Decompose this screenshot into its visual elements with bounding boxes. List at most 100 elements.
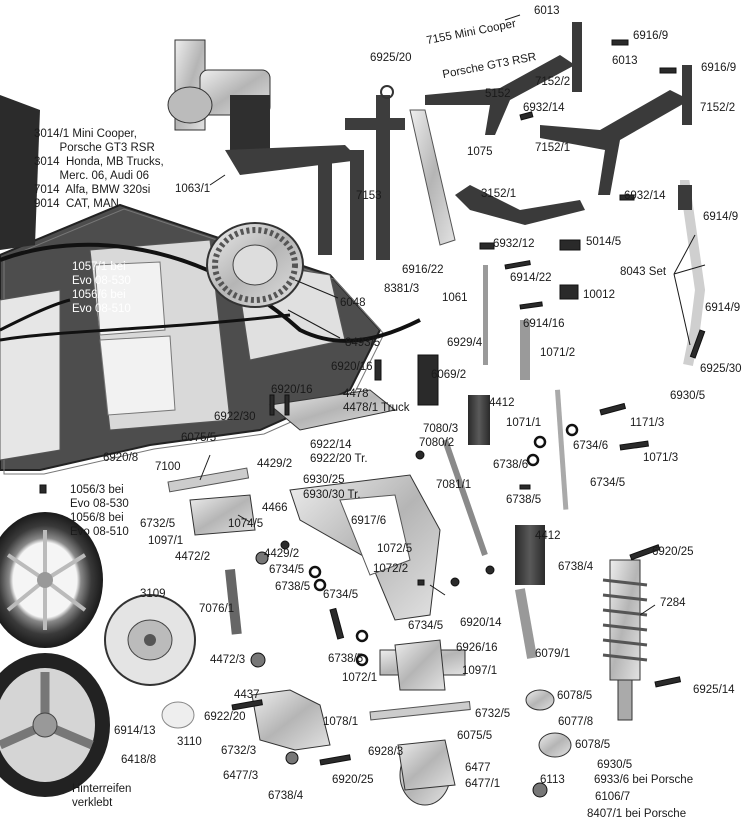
part-label-6075-5: 6075/5 [181,432,217,444]
part-label-6926-16: 6926/16 [456,642,498,654]
part-label-6930-25: 6930/25 [303,474,345,486]
wheel-front [0,512,103,648]
part-label-8493-5: 8493/5 [345,337,381,349]
part-label-6734-5: 6734/5 [269,564,305,576]
wire [0,298,71,332]
part-label-7081-1: 7081/1 [436,479,472,491]
part-label-6932-12: 6932/12 [493,238,535,250]
part-label-6930-30-tr: 6930/30 Tr. [303,489,361,501]
part-label-6738-5: 6738/5 [506,494,542,506]
part-label-7153: 7153 [356,190,382,202]
part-label-6477-1: 6477/1 [465,778,501,790]
part-label-1071-3: 1071/3 [643,452,679,464]
part-label-6078-5: 6078/5 [557,690,593,702]
part-label-6738-4: 6738/4 [268,790,304,802]
part-label-4466: 4466 [262,502,288,514]
part-label-6477: 6477 [465,762,491,774]
wishbones [425,22,692,225]
part-label-6734-6: 6734/6 [573,440,609,452]
part-label-6920-16: 6920/16 [271,384,313,396]
leader-lines [199,14,706,616]
part-label-4472-3: 4472/3 [210,654,246,666]
part-label-7080-2: 7080/2 [419,437,455,449]
part-label-1061: 1061 [442,292,468,304]
cap [161,701,195,729]
part-label-4412: 4412 [535,530,561,542]
part-label-6932-14: 6932/14 [523,102,565,114]
small-fasteners [39,39,706,798]
part-label-8381-3: 8381/3 [384,283,420,295]
part-label-1075: 1075 [467,146,493,158]
part-label-6930-5: 6930/5 [670,390,706,402]
part-label-4437: 4437 [234,689,260,701]
part-label-6477-3: 6477/3 [223,770,259,782]
part-label-8043-set: 8043 Set [620,266,667,278]
driveshaft [442,439,488,556]
part-label-1171-3: 1171/3 [630,417,665,429]
part-label-6930-5: 6930/5 [597,759,633,771]
part-label-6079-1: 6079/1 [535,648,571,660]
part-label-4412: 4412 [489,397,515,409]
shock-tower [225,85,456,260]
part-label-6914-9: 6914/9 [705,302,741,314]
front-shock-assembly [167,39,271,150]
part-label-6113: 6113 [540,774,565,786]
part-label-6917-6: 6917/6 [351,515,387,527]
part-label-1072-2: 1072/2 [373,563,409,575]
part-label-6928-3: 6928/3 [368,746,404,758]
part-label-6106-7: 6106/7 [595,791,631,803]
part-label-6916-9: 6916/9 [701,62,737,74]
part-label-1072-5: 1072/5 [377,543,413,555]
part-label-1056-variants: 1056/3 bei Evo 08-530 1056/8 bei Evo 08-… [70,484,129,538]
part-label-6738-5: 6738/5 [328,653,364,665]
part-label-6013: 6013 [534,5,560,17]
part-label-6048: 6048 [340,297,366,309]
part-label-6013: 6013 [612,55,638,67]
part-label-6734-5: 6734/5 [408,620,444,632]
part-label-6925-30: 6925/30 [700,363,742,375]
part-label-6418-8: 6418/8 [121,754,157,766]
part-label-7152-2: 7152/2 [535,76,571,88]
part-label-6078-5: 6078/5 [575,739,611,751]
spur-gear [206,222,304,308]
hub-carrier [397,739,456,791]
part-label-7100: 7100 [155,461,181,473]
part-label-6920-16: 6920/16 [331,361,373,373]
body-block [0,95,40,250]
part-label-6922-20-tr: 6922/20 Tr. [310,453,368,465]
part-label-4478: 4478 [343,388,369,400]
suspension-arm [167,389,471,721]
rear-shock [602,559,648,721]
part-label-6916-9: 6916/9 [633,30,669,42]
part-label-6077-8: 6077/8 [558,716,594,728]
part-label-1071-1: 1071/1 [506,417,542,429]
part-label-6920-8: 6920/8 [103,452,139,464]
part-label-7284: 7284 [660,597,686,609]
part-label-5152: 5152 [485,88,511,100]
part-label-6920-25: 6920/25 [332,774,374,786]
part-label-6933-6-porsche: 6933/6 bei Porsche [594,774,694,786]
part-label-6920-25: 6920/25 [652,546,694,558]
part-label-6914-16: 6914/16 [523,318,565,330]
part-label-5014-5: 5014/5 [586,236,622,248]
part-label-6069-2: 6069/2 [431,369,467,381]
part-label-8407-1-porsche: 8407/1 bei Porsche [587,808,687,820]
part-label-6929-4: 6929/4 [447,337,483,349]
part-label-6732-3: 6732/3 [221,745,257,757]
steering-shaft [483,265,488,365]
hub-disc [104,594,196,686]
part-label-7152-1: 7152/1 [535,142,571,154]
part-label-1097-1: 1097/1 [462,665,498,677]
part-label-1078-1: 1078/1 [323,716,359,728]
part-label-6925-14: 6925/14 [693,684,735,696]
wheel-rear [0,653,110,797]
part-label-1074-5: 1074/5 [228,518,264,530]
part-label-3110: 3110 [177,736,202,748]
part-label-6738-6: 6738/6 [493,459,529,471]
part-label-6932-14: 6932/14 [624,190,666,202]
part-label-1072-1: 1072/1 [342,672,378,684]
part-label-1097-1: 1097/1 [148,535,184,547]
part-label-6922-20: 6922/20 [204,711,246,723]
